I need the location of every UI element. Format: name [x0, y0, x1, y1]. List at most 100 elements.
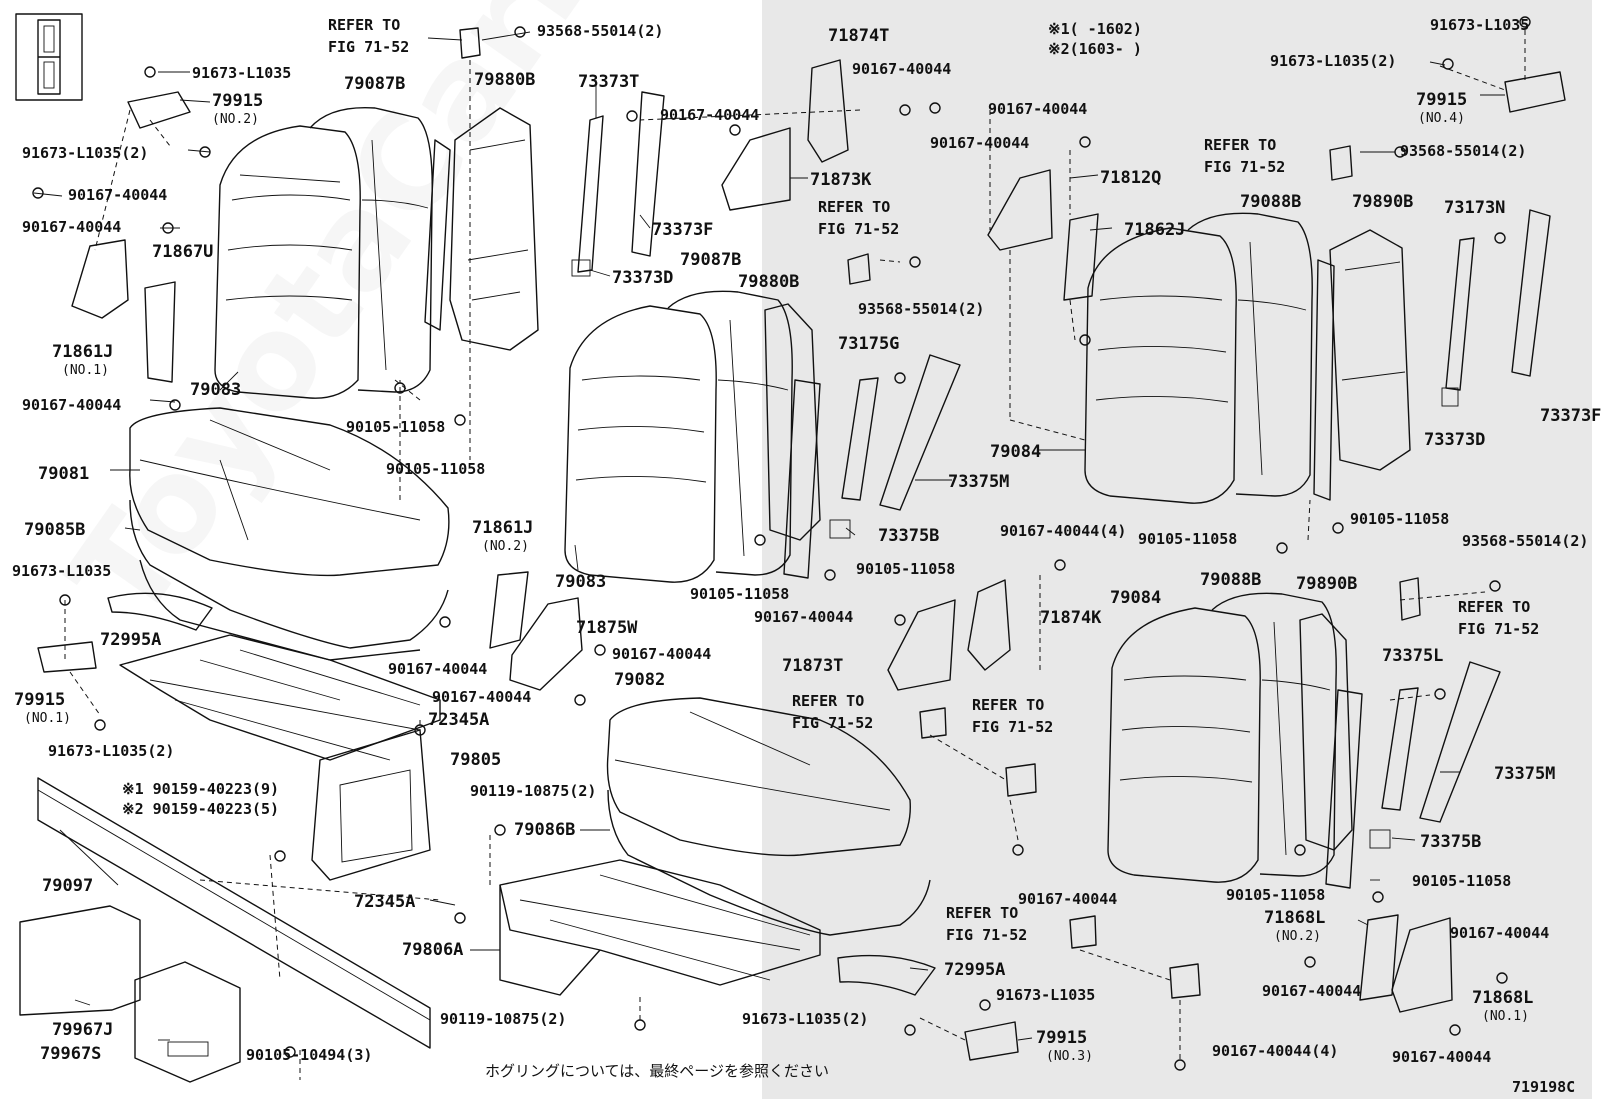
trim-panel-73373t	[571, 91, 665, 277]
part-label-p71873k: 71873K	[810, 170, 872, 190]
seatback-frame-middle	[764, 303, 821, 579]
part-label-refer-g: REFER TO	[1458, 598, 1531, 616]
seatback-right-bottom	[1107, 592, 1337, 883]
part-label-refer-e2: FIG 71-52	[946, 926, 1028, 944]
part-label-p93568c: 93568-55014(2)	[1400, 142, 1527, 160]
index-box-icon	[15, 13, 83, 101]
part-label-p90167h: 90167-40044	[612, 645, 712, 663]
part-label-p72995a1: 72995A	[100, 630, 162, 650]
part-label-refer-b2: FIG 71-52	[818, 220, 900, 238]
part-label-p73375l: 73375L	[1382, 646, 1444, 666]
part-label-p79084b: 79084	[1110, 588, 1162, 608]
part-label-p90119a: 90119-10875(2)	[470, 782, 597, 800]
part-label-p93568d: 93568-55014(2)	[1462, 532, 1589, 550]
part-label-p91673d: 91673-L1035(2)	[48, 742, 175, 760]
part-label-p73375m2: 73375M	[1494, 764, 1556, 784]
part-label-p90167f: 90167-40044	[22, 218, 122, 236]
cover-71868l-no1	[1391, 917, 1453, 1013]
part-label-p79806a: 79806A	[402, 940, 464, 960]
part-label-p73373f1: 73373F	[652, 220, 714, 240]
fasteners	[32, 16, 1531, 1071]
part-label-p90167e: 90167-40044	[68, 186, 168, 204]
part-label-p73173n: 73173N	[1444, 198, 1506, 218]
seatback-left	[214, 106, 433, 399]
part-label-p90167b: 90167-40044	[852, 60, 952, 78]
cover-79967j	[19, 905, 141, 1016]
cover-79967s	[134, 961, 241, 1083]
bracket-79915-no2	[127, 91, 191, 129]
part-label-p90167p: 90167-40044	[1392, 1048, 1492, 1066]
part-label-p79086b: 79086B	[514, 820, 576, 840]
part-label-p79085b: 79085B	[24, 520, 86, 540]
hinge-71861j-no2	[489, 571, 529, 649]
figure-code: 719198C	[1512, 1078, 1576, 1096]
cover-71873k	[721, 127, 791, 211]
part-label-p73375b1: 73375B	[878, 526, 940, 546]
part-label-p71874k: 71874K	[1040, 608, 1102, 628]
part-label-p90167o: 90167-40044	[1450, 924, 1550, 942]
part-label-p91673e: 91673-L1035(2)	[742, 1010, 869, 1028]
part-label-p79082: 79082	[614, 670, 666, 690]
part-label-p90167g: 90167-40044	[22, 396, 122, 414]
assembly-lines	[64, 30, 1526, 1080]
date-note-1: ※1( -1602)	[1048, 20, 1142, 38]
bracket-79915-no4	[1504, 71, 1566, 113]
seatback-frame-right-bottom	[1299, 613, 1363, 889]
part-label-p71867u: 71867U	[152, 242, 214, 262]
part-label-p90167l: 90167-40044(4)	[1000, 522, 1127, 540]
part-label-refer-d: REFER TO	[972, 696, 1045, 714]
part-label-p90105f: 90105-11058	[1138, 530, 1238, 548]
part-label-p71874t: 71874T	[828, 26, 890, 46]
hinge-71862j	[1063, 213, 1099, 301]
part-label-p79880b1: 79880B	[474, 70, 536, 90]
seatback-frame-right-top	[1313, 229, 1411, 501]
part-label-refer-a2: FIG 71-52	[328, 38, 410, 56]
part-label-p90159b: ※2 90159-40223(5)	[122, 800, 280, 818]
part-label-p71861j1-no: (NO.1)	[62, 363, 109, 378]
part-label-p73175g: 73175G	[838, 334, 900, 354]
part-label-refer-d2: FIG 71-52	[972, 718, 1054, 736]
part-label-p72345a2: 72345A	[354, 892, 416, 912]
part-label-refer-a: REFER TO	[328, 16, 401, 34]
part-label-p79915c: 79915	[1036, 1028, 1088, 1048]
part-label-p90105h: 90105-11058	[1226, 886, 1326, 904]
part-label-p90167d: 90167-40044	[930, 134, 1030, 152]
part-label-p71861j2: 71861J	[472, 518, 534, 538]
part-label-p79088b1: 79088B	[1240, 192, 1302, 212]
part-label-p71875w: 71875W	[576, 618, 638, 638]
part-label-p71868l1-no: (NO.2)	[1274, 929, 1321, 944]
leader-lines	[33, 31, 1505, 1041]
part-label-p90167q: 90167-40044(4)	[1212, 1042, 1339, 1060]
part-label-p90167a: 90167-40044	[660, 106, 760, 124]
part-label-p71868l2: 71868L	[1472, 988, 1534, 1008]
part-label-p79915b: 79915	[14, 690, 66, 710]
seatback-middle	[564, 290, 793, 583]
bracket-79915-no1	[37, 641, 97, 673]
seat-frame-middle	[499, 859, 821, 996]
part-label-p90105g: 90105-11058	[1350, 510, 1450, 528]
part-label-p79915a: 79915	[212, 91, 264, 111]
part-label-p71861j1: 71861J	[52, 342, 114, 362]
part-label-p73373f2: 73373F	[1540, 406, 1601, 426]
date-note-2: ※2(1603- )	[1048, 40, 1142, 58]
right-panel-shading	[762, 0, 1592, 1099]
part-label-p90167n: 90167-40044	[1262, 982, 1362, 1000]
cover-72995a-right	[837, 954, 936, 996]
part-label-refer-f: REFER TO	[1204, 136, 1277, 154]
part-label-p73373d1: 73373D	[612, 268, 674, 288]
cover-71874t	[807, 59, 849, 163]
part-label-p90119b: 90119-10875(2)	[440, 1010, 567, 1028]
part-label-p71873t: 71873T	[782, 656, 844, 676]
part-label-p79880b2: 79880B	[738, 272, 800, 292]
part-label-p79097: 79097	[42, 876, 94, 896]
part-label-p90105c: 90105-10494(3)	[246, 1046, 373, 1064]
part-label-p79081: 79081	[38, 464, 90, 484]
seat-cushion-middle	[606, 697, 931, 936]
part-label-refer-f2: FIG 71-52	[1204, 158, 1286, 176]
part-label-p71862j: 71862J	[1124, 220, 1186, 240]
part-label-p79890b1: 79890B	[1352, 192, 1414, 212]
part-label-p79087b2: 79087B	[680, 250, 742, 270]
bar-79097	[37, 777, 431, 1049]
